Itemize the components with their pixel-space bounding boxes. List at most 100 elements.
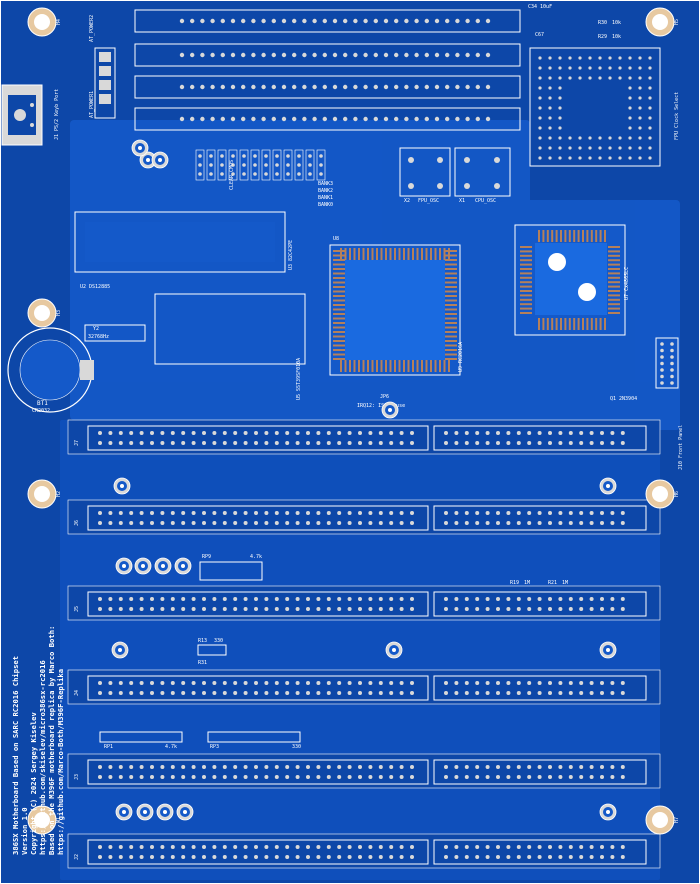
isa-pin — [326, 765, 331, 769]
crystal-label: Y2 — [93, 326, 99, 332]
isa-pin — [118, 691, 123, 695]
isa-pin — [222, 775, 227, 779]
isa-pin — [568, 597, 573, 601]
oscillators — [399, 147, 511, 197]
isa-pin — [306, 441, 310, 445]
rtc-label: U2 DS12885 — [80, 284, 110, 290]
isa-pin — [444, 855, 448, 859]
isa-pin — [516, 431, 521, 435]
isa-pin — [389, 691, 394, 695]
isa-pin — [464, 691, 469, 695]
isa-pin — [337, 691, 342, 695]
isa-pin — [285, 691, 290, 695]
isa-pin — [150, 521, 154, 525]
isa-pin — [475, 521, 480, 525]
isa-pin — [326, 775, 331, 779]
mounting-hole-h3: H3 — [27, 298, 62, 328]
isa-pin — [620, 441, 625, 445]
isa-pin — [285, 855, 290, 859]
isa-pin — [316, 845, 321, 849]
isa-pin — [579, 511, 584, 515]
isa-pin — [316, 607, 321, 611]
electrolytic-capacitor — [136, 803, 154, 821]
isa-pin — [579, 691, 584, 695]
isa-pin — [98, 775, 102, 779]
mounting-hole-label: H7 — [674, 817, 680, 823]
isa-pin — [233, 441, 238, 445]
isa-pin — [243, 431, 248, 435]
isa-pin — [399, 765, 404, 769]
isa-pin — [150, 431, 154, 435]
isa-pin — [181, 521, 186, 525]
isa-pin — [202, 765, 206, 769]
r30-value: 10k — [612, 20, 621, 26]
fpu-socket — [514, 224, 626, 336]
isa-pin — [181, 597, 186, 601]
isa-pin — [516, 597, 521, 601]
r19-value: 1M — [524, 580, 530, 586]
isa-pin — [600, 845, 604, 849]
isa-pin — [516, 775, 521, 779]
isa-pin — [306, 597, 310, 601]
isa-pin — [464, 607, 469, 611]
isa-pin — [444, 845, 448, 849]
isa-pin — [108, 521, 113, 525]
u5-rom-chip — [154, 293, 306, 365]
isa-pin — [274, 845, 279, 849]
r29-label: R29 — [598, 34, 607, 40]
isa-pin — [264, 521, 269, 525]
rp3-value: 330 — [292, 744, 301, 750]
isa-pin — [264, 511, 269, 515]
isa-pin — [358, 845, 362, 849]
isa-pin — [444, 521, 448, 525]
isa-pin — [568, 681, 573, 685]
isa-pin — [181, 775, 186, 779]
isa-pin — [202, 845, 206, 849]
isa-pin — [98, 765, 102, 769]
isa-pin — [454, 431, 459, 435]
isa-pin — [454, 511, 459, 515]
isa-pin — [454, 521, 459, 525]
isa-pin — [285, 431, 290, 435]
isa-pin — [306, 855, 310, 859]
isa-pin — [589, 855, 594, 859]
isa-pin — [620, 681, 625, 685]
isa-pin — [170, 691, 175, 695]
isa-pin — [118, 521, 123, 525]
isa-pin — [368, 521, 373, 525]
isa-pin — [337, 441, 342, 445]
isa-pin — [326, 607, 331, 611]
isa-pin — [358, 775, 362, 779]
isa-pin — [347, 511, 352, 515]
isa-pin — [139, 441, 144, 445]
isa-pin — [337, 431, 342, 435]
isa-pin — [589, 681, 594, 685]
isa-pin — [264, 855, 269, 859]
isa-pin — [475, 441, 480, 445]
isa-pin — [243, 765, 248, 769]
isa-pin — [160, 597, 165, 601]
isa-pin — [347, 691, 352, 695]
isa-pin — [516, 765, 521, 769]
isa-pin — [222, 597, 227, 601]
isa-pin — [139, 691, 144, 695]
isa-pin — [558, 775, 563, 779]
isa-pin — [610, 855, 615, 859]
isa-pin — [264, 607, 269, 611]
isa-pin — [274, 511, 279, 515]
isa-pin — [337, 521, 342, 525]
isa-pin — [170, 855, 175, 859]
isa-pin — [368, 691, 373, 695]
isa-pin — [191, 845, 196, 849]
isa-pin — [620, 607, 625, 611]
isa-pin — [326, 691, 331, 695]
isa-pin — [170, 607, 175, 611]
isa-pin — [558, 521, 563, 525]
electrolytic-capacitor — [115, 557, 133, 575]
isa-pin — [548, 431, 552, 435]
isa-pin — [160, 607, 165, 611]
isa-pin — [191, 765, 196, 769]
isa-pin — [454, 607, 459, 611]
rp1-resistor-pack — [99, 731, 183, 743]
